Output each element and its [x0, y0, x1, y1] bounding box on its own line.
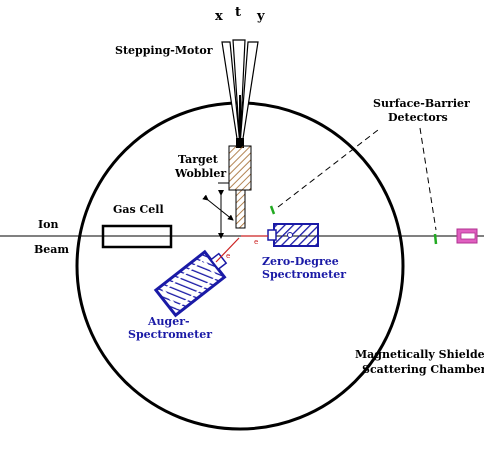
zero-degree-label-2: Spectrometer — [262, 268, 346, 281]
axis-t-label: t — [235, 5, 241, 20]
beam-label: Beam — [34, 243, 69, 256]
axis-x-label: x — [215, 9, 223, 24]
electron-zero-label: e — [254, 238, 258, 246]
wobbler-motion-arrows — [202, 190, 234, 239]
chamber-label-2: Scattering Chamber — [362, 363, 484, 376]
chamber-label: Magnetically Shielded — [355, 348, 484, 361]
electron-auger-label: e — [226, 252, 230, 260]
zero-degree-spectrometer — [267, 223, 319, 247]
ion-label: Ion — [38, 218, 58, 231]
auger-label-2: Spectrometer — [128, 328, 212, 341]
stepping-motor — [221, 39, 259, 148]
detectors-label: Detectors — [388, 111, 448, 124]
stepping-motor-label: Stepping-Motor — [115, 44, 213, 57]
gas-cell-label: Gas Cell — [113, 203, 164, 216]
zero-degree-label: Zero-Degree — [262, 255, 339, 268]
gas-cell — [101, 224, 173, 249]
surface-barrier-label: Surface-Barrier — [373, 97, 470, 110]
wobbler-label: Wobbler — [174, 167, 226, 180]
auger-spectrometer — [153, 249, 228, 318]
surface-barrier-detectors — [269, 205, 438, 245]
auger-label: Auger- — [147, 315, 190, 328]
target-label: Target — [178, 153, 219, 166]
electron-path-auger — [215, 237, 240, 263]
detector-leader-lines — [277, 127, 437, 231]
target-holder — [235, 189, 246, 229]
target-wobbler — [228, 145, 252, 191]
beam-stop — [456, 228, 478, 244]
axis-y-label: y — [256, 9, 265, 24]
